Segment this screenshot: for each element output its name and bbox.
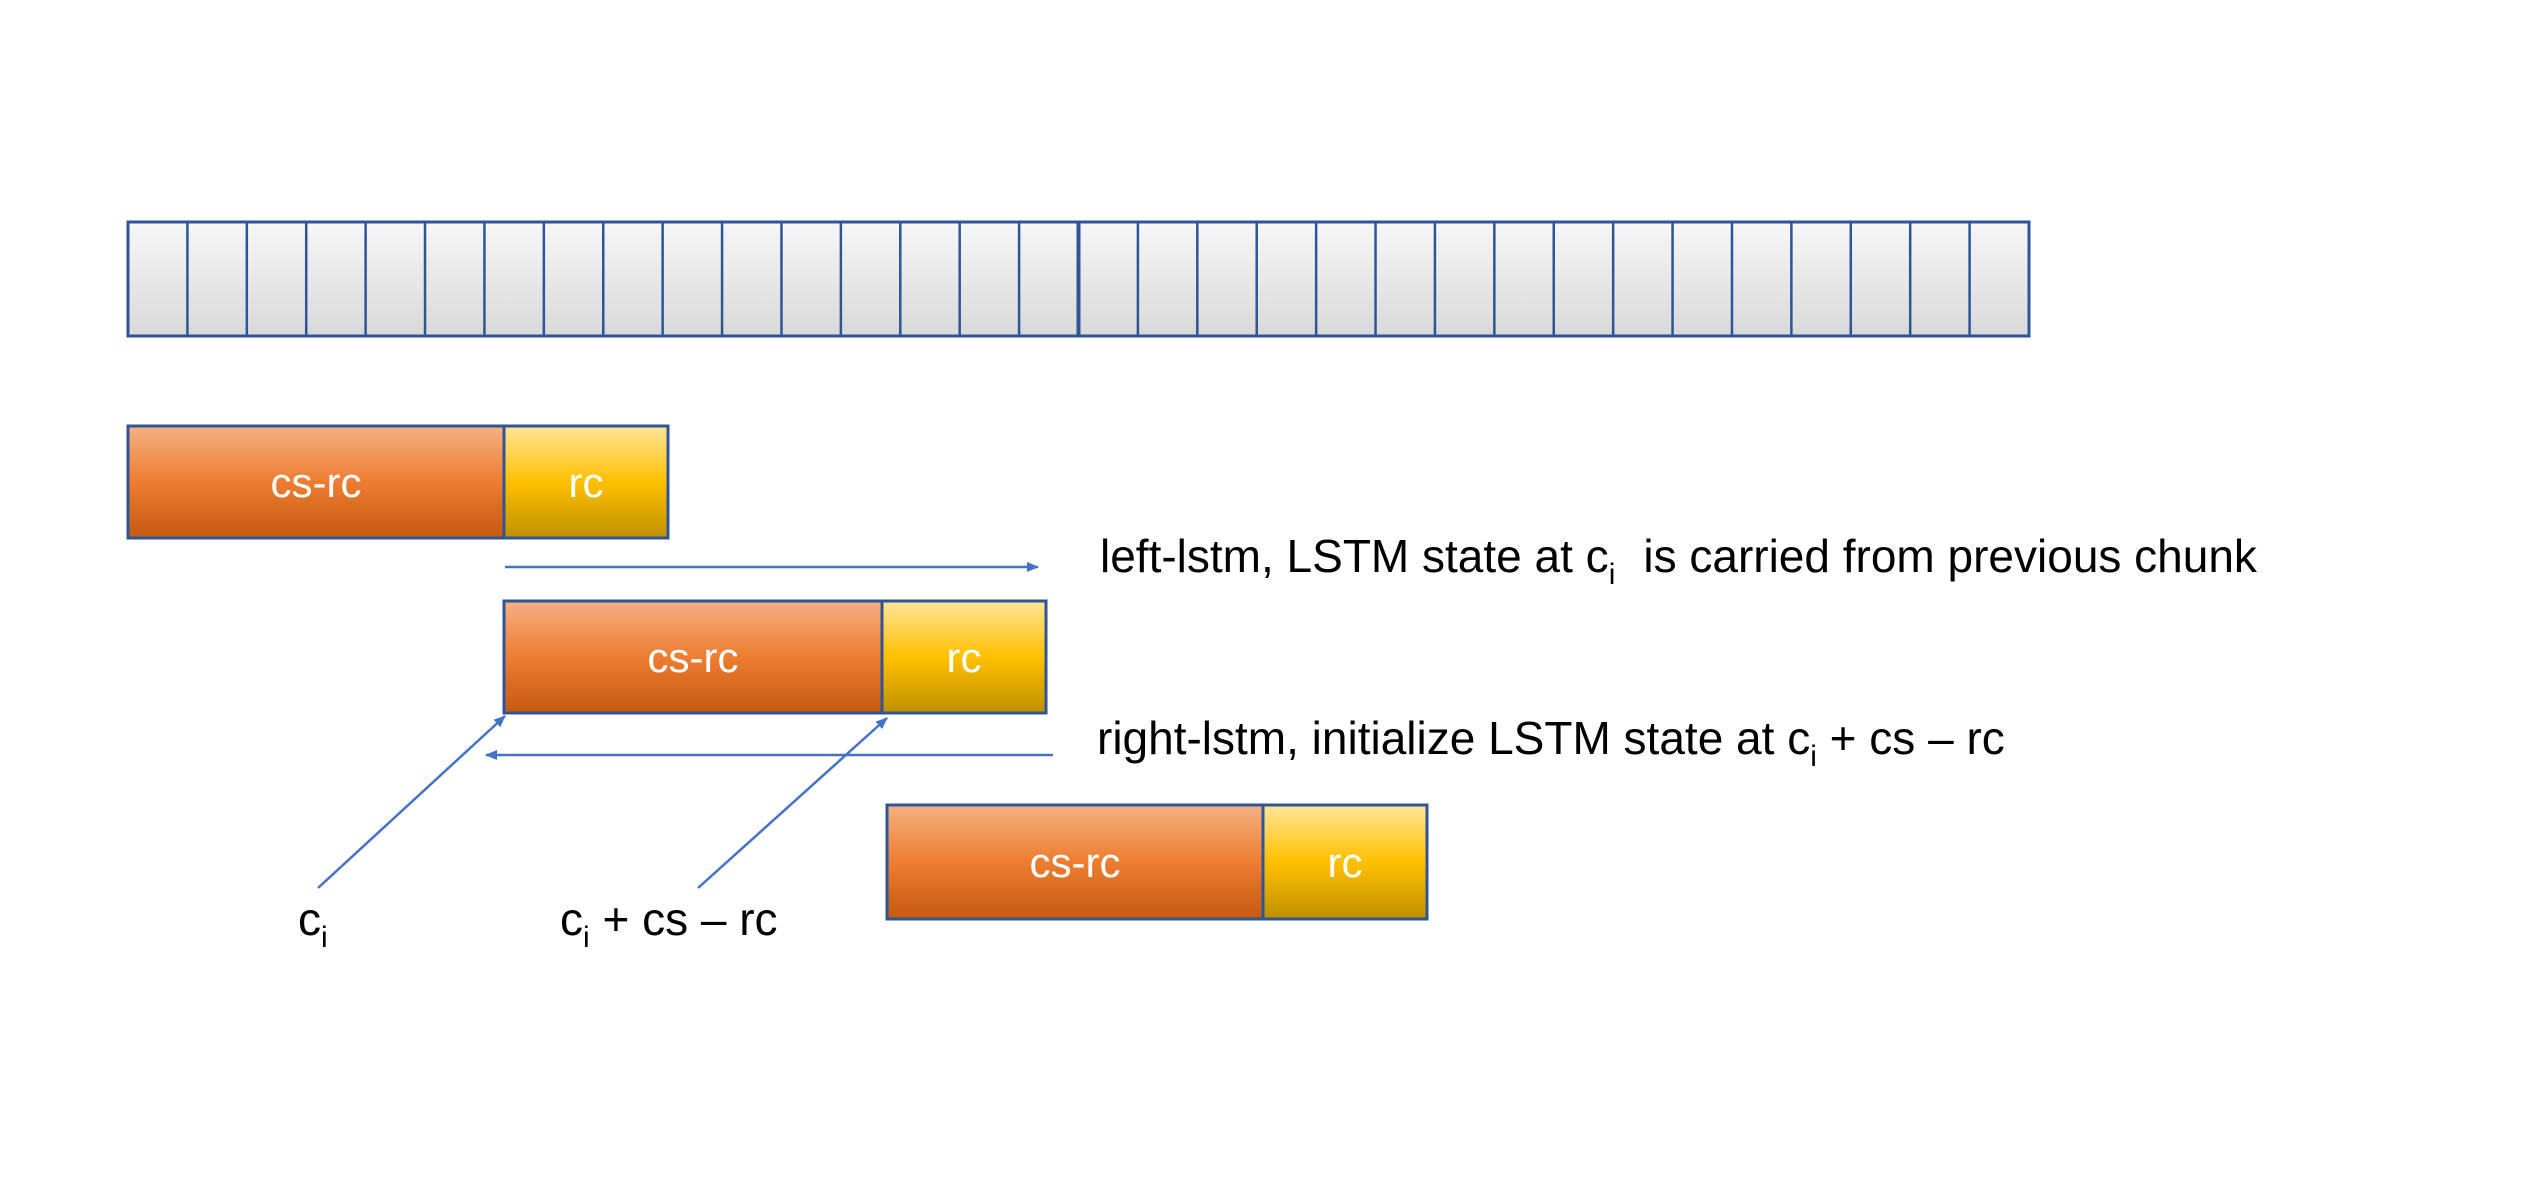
chunk-3-cs-rc-label: cs-rc xyxy=(1030,839,1121,886)
right-lstm-annotation-sub: i xyxy=(1810,740,1817,773)
frame-sequence xyxy=(126,220,2031,338)
ci-label-base: c xyxy=(298,893,321,945)
chunk-2-rc-block xyxy=(880,599,1048,715)
ci-plus-cs-rc-label-suffix: + cs – rc xyxy=(590,893,778,945)
ci-plus-cs-rc-label-sub: i xyxy=(583,921,590,954)
left-lstm-annotation-suffix: is carried from previous chunk xyxy=(1643,530,2258,582)
ci-plus-cs-rc-label: ci + cs – rc xyxy=(560,893,778,954)
left-lstm-annotation: left-lstm, LSTM state at ci is carried fr… xyxy=(1100,530,2258,591)
ci-plus-cs-rc-pointer-arrow xyxy=(697,717,888,889)
right-lstm-annotation-prefix: right-lstm, initialize LSTM state at c xyxy=(1097,712,1810,764)
left-lstm-annotation-prefix: left-lstm, LSTM state at c xyxy=(1100,530,1609,582)
ci-label: ci xyxy=(298,893,328,954)
chunk-2-rc-label: rc xyxy=(947,634,982,681)
ci-plus-cs-rc-label-base: c xyxy=(560,893,583,945)
chunk-1-cs-rc-label: cs-rc xyxy=(271,459,362,506)
chunk-3-rc-block xyxy=(1261,803,1429,921)
left-lstm-annotation-sub: i xyxy=(1609,558,1616,591)
ci-label-sub: i xyxy=(321,921,328,954)
chunk-1-rc-label: rc xyxy=(569,459,604,506)
frame-dividers xyxy=(186,222,1971,336)
chunk-1-rc-block xyxy=(502,424,670,540)
chunk-1: cs-rc rc xyxy=(126,424,670,540)
right-lstm-annotation: right-lstm, initialize LSTM state at ci … xyxy=(1097,712,2005,773)
right-lstm-annotation-suffix: + cs – rc xyxy=(1817,712,2005,764)
chunk-2-cs-rc-label: cs-rc xyxy=(648,634,739,681)
chunk-3: cs-rc rc xyxy=(885,803,1429,921)
chunk-2: cs-rc rc xyxy=(502,599,1048,715)
chunk-3-rc-label: rc xyxy=(1328,839,1363,886)
ci-pointer-arrow xyxy=(317,715,506,889)
